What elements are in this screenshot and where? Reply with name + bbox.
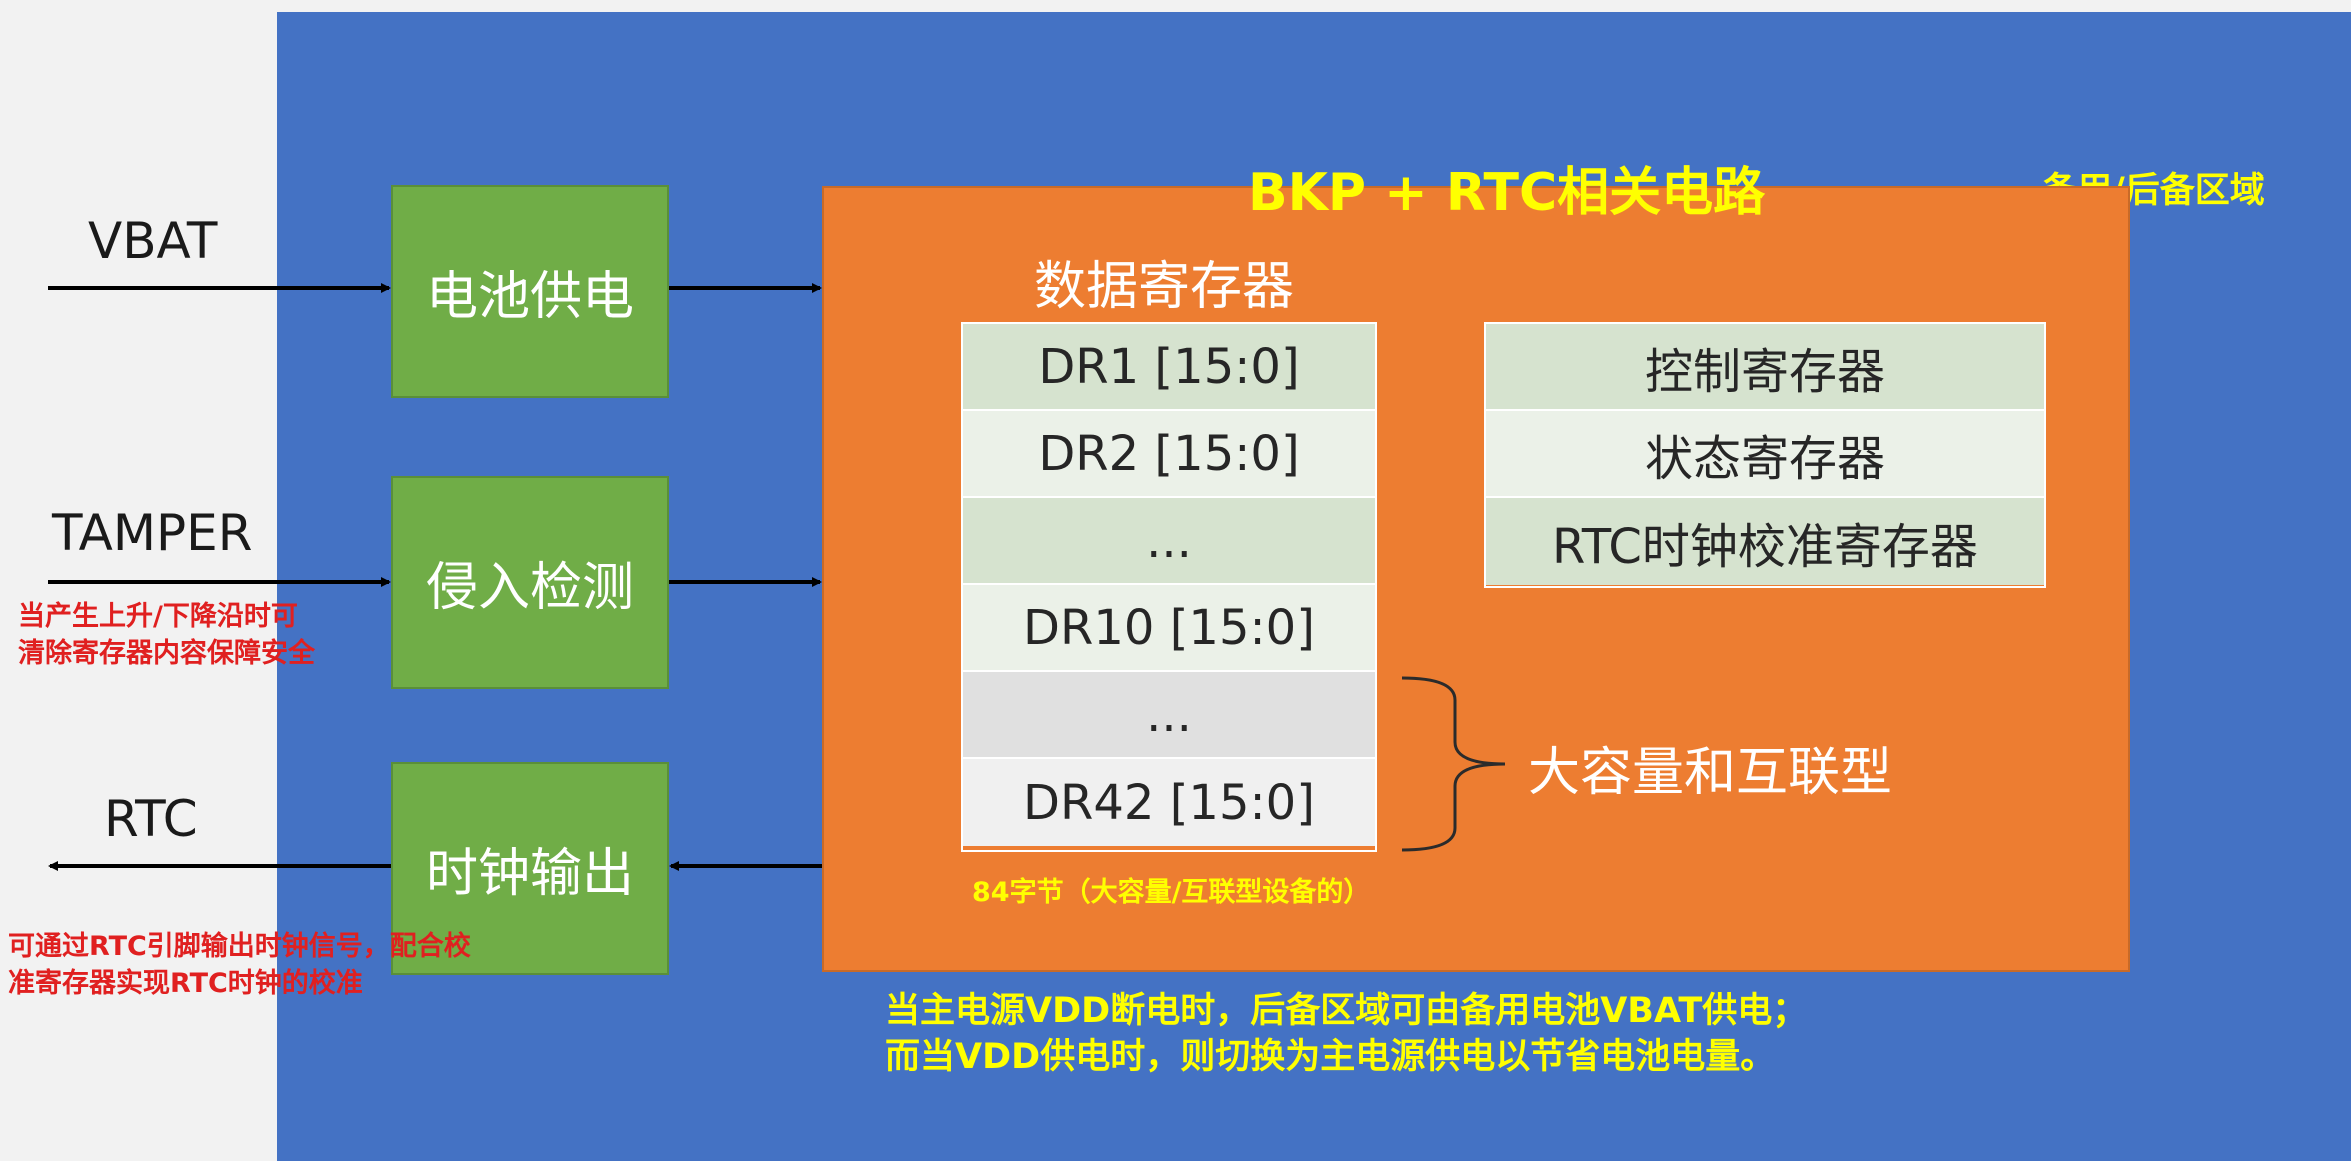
tamper-note: 当产生上升/下降沿时可 清除寄存器内容保障安全 [18,598,315,672]
data-register-table: DR1 [15:0] DR2 [15:0] ... DR10 [15:0] ..… [961,322,1377,852]
clock-output-block: 时钟输出 [391,762,669,975]
data-register-row: ... [963,672,1375,759]
brace-label: 大容量和互联型 [1528,743,1893,803]
tamper-note-line2: 清除寄存器内容保障安全 [18,638,315,669]
rtc-calibration-register-row: RTC时钟校准寄存器 [1486,498,2044,585]
battery-supply-block: 电池供电 [391,185,669,398]
control-register-row: 控制寄存器 [1486,324,2044,411]
curly-brace [1401,676,1506,852]
bottom-note-line1: 当主电源VDD断电时，后备区域可由备用电池VBAT供电； [885,991,1808,1031]
intrusion-detection-block: 侵入检测 [391,476,669,689]
data-register-row: ... [963,498,1375,585]
data-register-row: DR2 [15:0] [963,411,1375,498]
vbat-label: VBAT [88,212,218,270]
data-registers-heading: 数据寄存器 [1034,257,1295,317]
rtc-note-line2: 准寄存器实现RTC时钟的校准 [8,968,363,999]
status-register-row: 状态寄存器 [1486,411,2044,498]
data-register-row: DR42 [15:0] [963,759,1375,846]
diagram-title: BKP + RTC相关电路 [1248,163,1766,223]
rtc-note: 可通过RTC引脚输出时钟信号，配合校 准寄存器实现RTC时钟的校准 [8,928,471,1002]
control-register-table: 控制寄存器 状态寄存器 RTC时钟校准寄存器 [1484,322,2046,588]
rtc-note-line1: 可通过RTC引脚输出时钟信号，配合校 [8,931,471,962]
rtc-label: RTC [104,790,198,848]
bottom-note-line2: 而当VDD供电时，则切换为主电源供电以节省电池电量。 [885,1037,1776,1077]
bottom-note: 当主电源VDD断电时，后备区域可由备用电池VBAT供电； 而当VDD供电时，则切… [885,988,1807,1080]
tamper-label: TAMPER [52,504,253,562]
tamper-note-line1: 当产生上升/下降沿时可 [18,601,298,632]
data-register-row: DR10 [15:0] [963,585,1375,672]
data-registers-footnote: 84字节（大容量/互联型设备的） [972,877,1371,908]
data-register-row: DR1 [15:0] [963,324,1375,411]
